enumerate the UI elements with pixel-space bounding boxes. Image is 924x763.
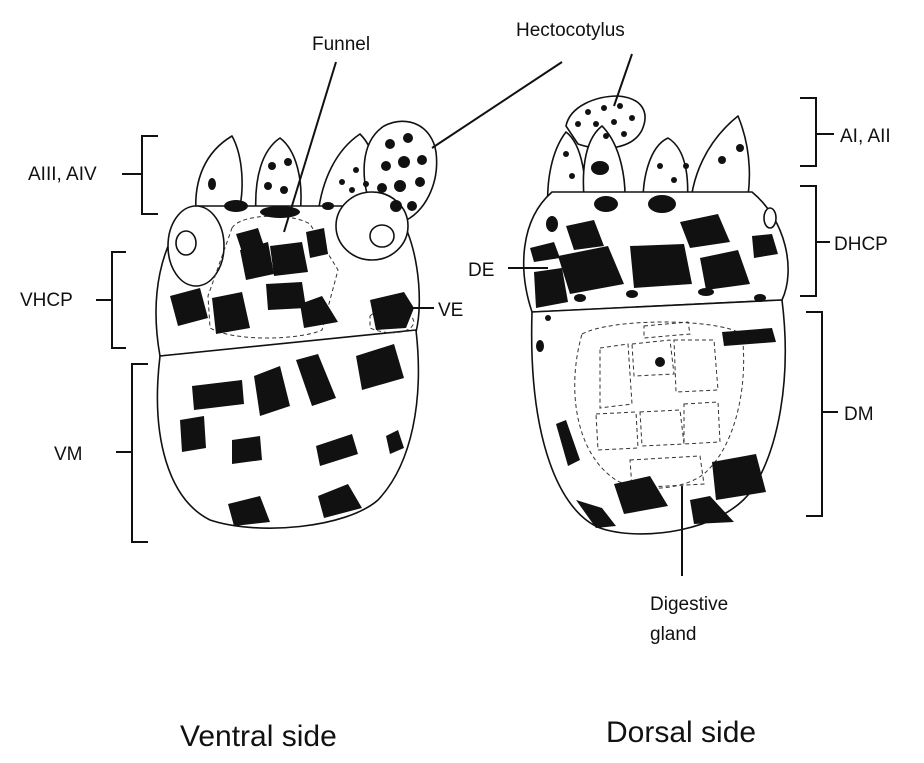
label-aiii-aiv: AIII, AIV <box>28 164 97 185</box>
chromatophore <box>563 151 569 157</box>
hectocotylus-spot <box>417 155 427 165</box>
chromatophore <box>180 416 206 452</box>
label-digestive-gland-line1: Digestive <box>650 594 728 615</box>
chromatophore <box>232 436 262 464</box>
hectocotylus-spot <box>385 139 395 149</box>
chromatophore <box>266 282 306 310</box>
chromatophore <box>284 158 292 166</box>
chromatophore <box>630 244 692 288</box>
chromatophore <box>754 294 766 302</box>
label-funnel: Funnel <box>312 34 370 55</box>
hectocotylus-spot <box>575 121 581 127</box>
chromatophore <box>363 181 369 187</box>
hectocotylus-spot <box>611 119 617 125</box>
label-ve: VE <box>438 300 463 321</box>
label-vm: VM <box>54 444 83 465</box>
hectocotylus-spot <box>629 115 635 121</box>
label-de: DE <box>468 260 494 281</box>
chromatophore <box>655 357 665 367</box>
label-vhcp: VHCP <box>20 290 73 311</box>
hectocotylus-spot <box>390 200 402 212</box>
chromatophore <box>208 178 216 190</box>
chromatophore <box>718 156 726 164</box>
hectocotylus-spot <box>621 131 627 137</box>
ventral-eye-left-pupil <box>176 231 196 255</box>
ventral-eye-right-pupil <box>370 225 394 247</box>
hectocotylus-spot <box>407 201 417 211</box>
chromatophore <box>349 187 355 193</box>
chromatophore <box>546 216 558 232</box>
hectocotylus-spot <box>398 156 410 168</box>
ventral-arm-mid-left <box>256 138 301 214</box>
bracket-dhcp <box>800 186 830 296</box>
chromatophore <box>260 206 300 218</box>
bracket-aiii-aiv <box>122 136 158 214</box>
label-hectocotylus: Hectocotylus <box>516 20 625 41</box>
hectocotylus-spot <box>381 161 391 171</box>
chromatophore <box>534 268 568 308</box>
chromatophore <box>671 177 677 183</box>
chromatophore <box>545 315 551 321</box>
hectocotylus-spot <box>415 177 425 187</box>
hectocotylus-spot <box>377 183 387 193</box>
chromatophore <box>322 202 334 210</box>
ventral-specimen <box>156 121 437 528</box>
chromatophore <box>270 242 308 276</box>
bracket-vhcp <box>96 252 126 348</box>
label-digestive-gland-line2: gland <box>650 624 697 645</box>
chromatophore <box>353 167 359 173</box>
label-ai-aii: AI, AII <box>840 126 891 147</box>
dorsal-eye-right <box>764 208 776 228</box>
hectocotylus-spot <box>394 180 406 192</box>
hectocotylus-spot <box>593 121 599 127</box>
chromatophore <box>594 196 618 212</box>
chromatophore <box>268 162 276 170</box>
hectocotylus-spot <box>403 133 413 143</box>
chromatophore <box>736 144 744 152</box>
chromatophore <box>698 288 714 296</box>
chromatophore <box>339 179 345 185</box>
label-dhcp: DHCP <box>834 234 888 255</box>
chromatophore <box>224 200 248 212</box>
chromatophore <box>626 290 638 298</box>
bracket-ai-aii <box>800 98 834 166</box>
chromatophore <box>591 161 609 175</box>
chromatophore <box>569 173 575 179</box>
chromatophore <box>280 186 288 194</box>
bracket-dm <box>806 312 838 516</box>
chromatophore <box>574 294 586 302</box>
label-dm: DM <box>844 404 874 425</box>
chromatophore <box>657 163 663 169</box>
caption-ventral: Ventral side <box>180 720 337 753</box>
dorsal-specimen <box>524 96 788 534</box>
hectocotylus-spot <box>603 133 609 139</box>
bracket-vm <box>116 364 148 542</box>
leader-hectocotylus-ventral <box>432 62 562 148</box>
chromatophore <box>683 163 689 169</box>
caption-dorsal: Dorsal side <box>606 716 756 749</box>
hectocotylus-spot <box>585 109 591 115</box>
chromatophore <box>264 182 272 190</box>
hectocotylus-spot <box>601 105 607 111</box>
chromatophore <box>536 340 544 352</box>
chromatophore <box>648 195 676 213</box>
hectocotylus-spot <box>617 103 623 109</box>
